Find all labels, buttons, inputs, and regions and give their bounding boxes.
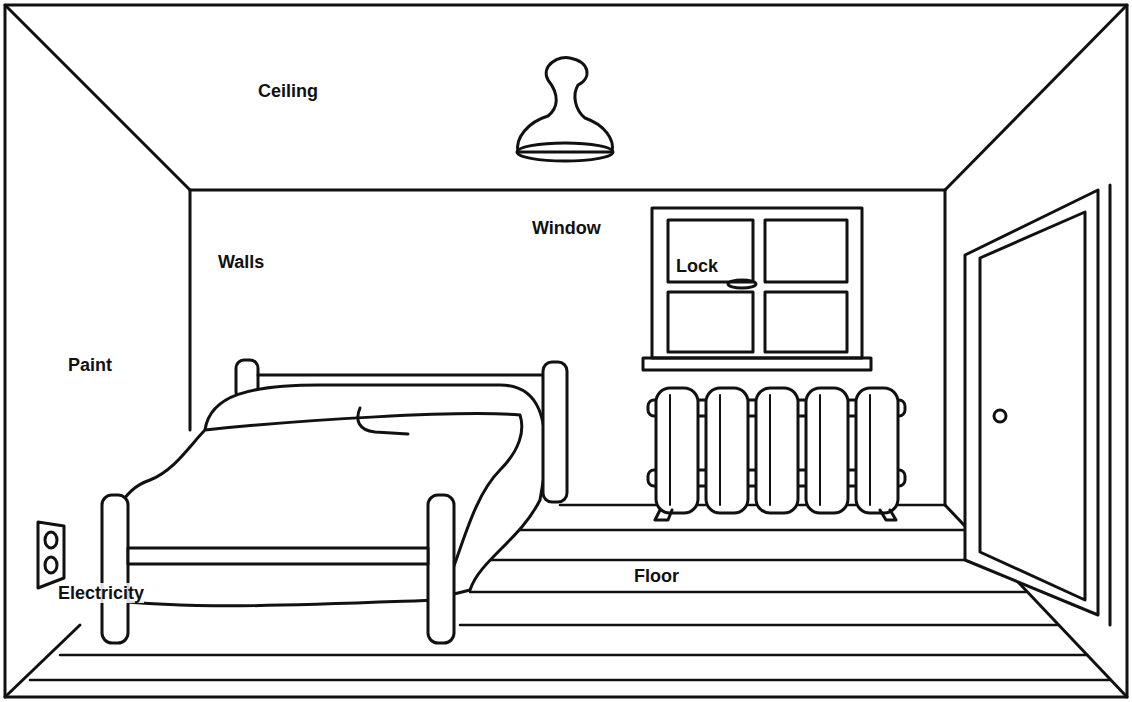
radiator-rib (719, 395, 721, 505)
door-frame (965, 190, 1098, 615)
radiator-leg (880, 510, 896, 520)
back-wall-corner (944, 190, 947, 505)
outlet-plate (38, 522, 64, 588)
outlet-socket (45, 557, 57, 573)
ceiling-lamp (517, 57, 613, 161)
window-lock (728, 280, 756, 288)
part-label: Paint (68, 355, 112, 375)
footboard-rail (128, 548, 428, 564)
part-label: Electricity (58, 583, 144, 603)
bed (102, 360, 567, 643)
bed-post (102, 495, 128, 643)
window-pane (668, 220, 753, 282)
bed-blanket (105, 414, 522, 606)
window (643, 208, 871, 370)
window-pane (668, 292, 753, 352)
bed-post (428, 495, 454, 643)
door-jamb (1109, 185, 1112, 625)
radiator-rib (669, 395, 671, 505)
wall-outlet (38, 522, 64, 588)
radiator-rib (769, 395, 771, 505)
radiator-fin (806, 388, 848, 513)
back-wall-top (190, 189, 945, 192)
outer-frame (5, 5, 1127, 697)
radiator-fin (756, 388, 798, 513)
window-sill (643, 358, 871, 370)
door (965, 185, 1110, 625)
floor-board (490, 559, 996, 562)
floor-board (520, 529, 968, 532)
ceiling-edge (945, 5, 1127, 190)
part-label: Lock (676, 256, 718, 276)
radiator-leg (655, 510, 672, 520)
window-frame (652, 208, 862, 358)
door-panel (980, 212, 1085, 600)
radiator-fin (656, 388, 698, 513)
back-wall-corner (189, 190, 192, 430)
part-label: Ceiling (258, 81, 318, 101)
headboard (258, 374, 545, 377)
floor-board (30, 679, 1110, 682)
window-pane (765, 220, 847, 282)
lamp-shade (518, 57, 613, 152)
radiator-rib (819, 395, 821, 505)
radiator-fin (856, 388, 898, 513)
floor-board (60, 654, 1087, 657)
floor-board (460, 624, 1058, 627)
radiator (648, 388, 905, 520)
blanket-fold (358, 408, 408, 434)
floor-board (470, 591, 1026, 594)
door-knob (994, 410, 1006, 422)
room-walls (5, 5, 1127, 697)
floor-edge (5, 625, 80, 697)
outlet-socket (45, 532, 57, 548)
part-label: Floor (634, 566, 679, 586)
part-label: Walls (218, 252, 264, 272)
part-label: Window (532, 218, 601, 238)
ceiling-edge (5, 5, 190, 190)
radiator-fin (706, 388, 748, 513)
window-pane (765, 292, 847, 352)
bed-post (543, 362, 567, 502)
radiator-rib (869, 395, 871, 505)
lamp-bulb-rim (517, 143, 613, 161)
